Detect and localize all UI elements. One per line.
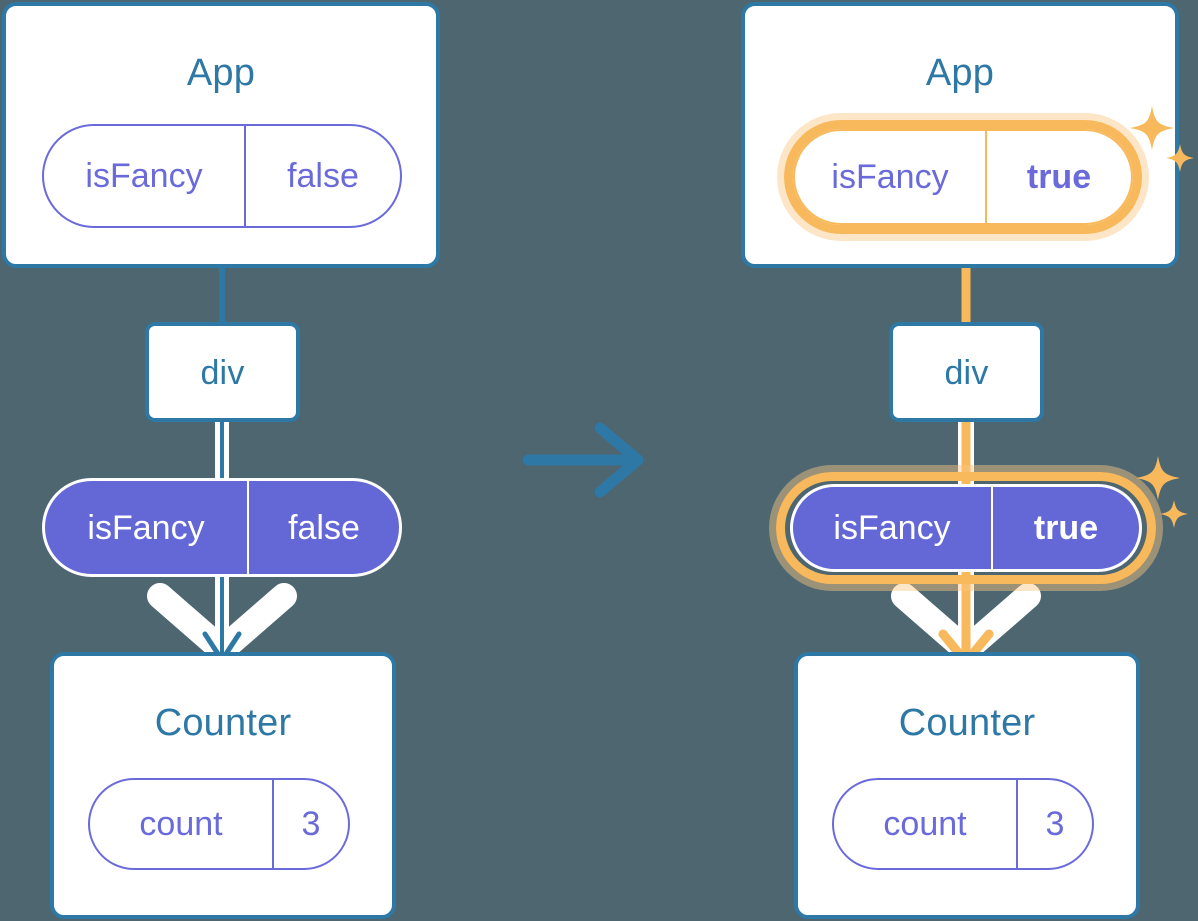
pill-value: false xyxy=(288,508,360,547)
pill-divider xyxy=(985,131,987,223)
arrow-right-icon xyxy=(522,422,644,498)
pill-divider xyxy=(272,780,274,868)
pill-divider xyxy=(244,126,246,226)
app-state-pill-before[interactable]: isFancy false xyxy=(42,124,402,228)
pill-name: count xyxy=(139,805,223,843)
pill-name: isFancy xyxy=(87,508,205,547)
prop-pill-before[interactable]: isFancy false xyxy=(42,478,402,577)
pill-divider xyxy=(1016,780,1018,868)
pill-value: true xyxy=(1026,158,1092,196)
counter-title: Counter xyxy=(154,702,292,744)
app-title: App xyxy=(925,52,995,94)
prop-pill-after[interactable]: isFancy true xyxy=(790,484,1142,572)
pill-name: isFancy xyxy=(85,157,203,195)
div-title: div xyxy=(944,354,989,392)
pill-value: false xyxy=(287,157,359,195)
pill-divider xyxy=(991,487,993,569)
pill-name: isFancy xyxy=(833,509,951,547)
div-box-before[interactable]: div xyxy=(145,322,300,422)
pill-divider xyxy=(247,481,249,574)
app-state-pill-after[interactable]: isFancy true xyxy=(793,129,1133,225)
counter-state-pill-after[interactable]: count 3 xyxy=(832,778,1094,870)
app-title: App xyxy=(186,52,256,94)
div-box-after[interactable]: div xyxy=(889,322,1044,422)
panel-after: App isFancy true div isFancy true Counte… xyxy=(740,0,1198,921)
pill-value: true xyxy=(1033,509,1099,547)
pill-value: 3 xyxy=(301,805,321,843)
pill-value: 3 xyxy=(1045,805,1065,843)
counter-state-pill-before[interactable]: count 3 xyxy=(88,778,350,870)
pill-name: count xyxy=(883,805,967,843)
counter-title: Counter xyxy=(898,702,1036,744)
panel-before: App isFancy false div isFancy false Coun… xyxy=(0,0,458,921)
div-title: div xyxy=(200,354,245,392)
pill-name: isFancy xyxy=(831,158,949,196)
